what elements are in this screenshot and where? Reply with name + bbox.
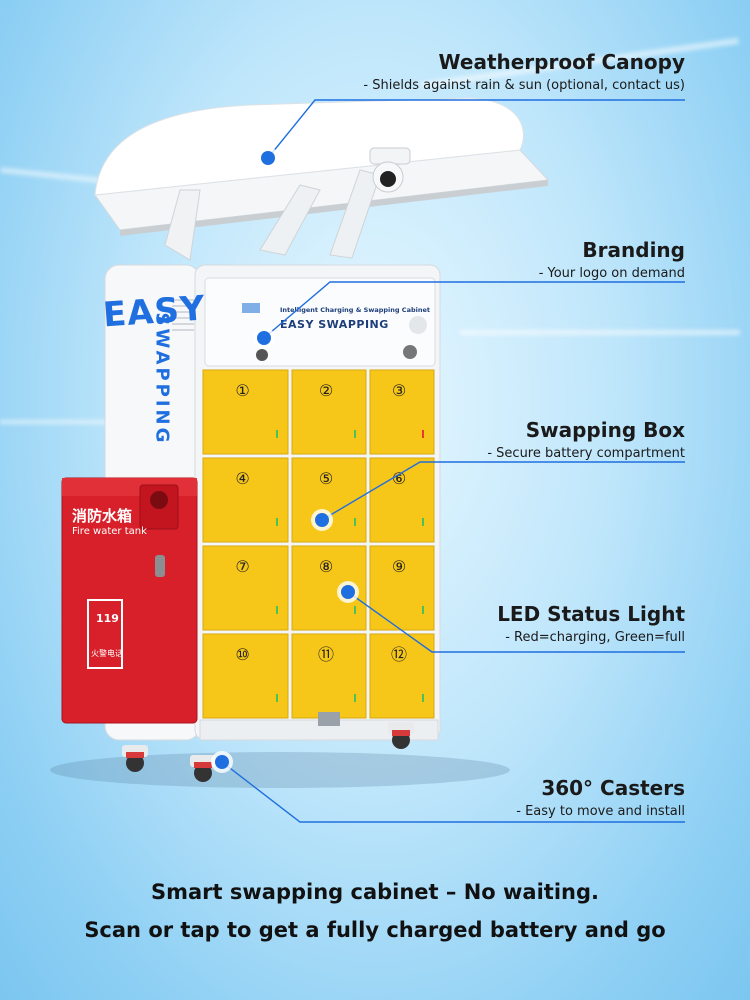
led-status-light	[276, 518, 278, 526]
callout-dots	[211, 147, 359, 773]
led-status-light	[354, 694, 356, 702]
led-status-light	[354, 606, 356, 614]
led-status-light	[354, 430, 356, 438]
locker-door	[291, 369, 367, 455]
led-status-light	[276, 430, 278, 438]
led-status-light	[276, 694, 278, 702]
leader-line-branding	[263, 281, 685, 339]
locker-door	[202, 545, 289, 631]
locker-number: ⑩	[235, 645, 249, 664]
led-status-light	[422, 430, 424, 438]
panel-header: Intelligent Charging & Swapping Cabinet	[280, 306, 430, 314]
leader-line-canopy	[267, 99, 685, 159]
locker-number: ⑨	[392, 557, 406, 576]
fire-tank-cn: 消防水箱	[72, 507, 133, 525]
callout-subtitle: - Your logo on demand	[538, 266, 685, 281]
locker-number: ①	[235, 381, 249, 400]
panel-logo: EASY SWAPPING	[280, 318, 389, 331]
locker-door	[202, 457, 289, 543]
fire-tank-en: Fire water tank	[72, 526, 147, 537]
light-streak	[0, 420, 200, 424]
led-status-light	[354, 518, 356, 526]
callout-swapping-box: Swapping Box - Secure battery compartmen…	[487, 418, 685, 463]
callout-title: Branding	[582, 238, 685, 262]
callout-title: Swapping Box	[525, 418, 685, 442]
casters	[122, 722, 414, 782]
led-status-light	[422, 518, 424, 526]
footer-line-2: Scan or tap to get a fully charged batte…	[84, 918, 666, 942]
locker-door	[291, 633, 367, 719]
locker-number: ⑥	[392, 469, 406, 488]
callout-led: LED Status Light - Red=charging, Green=f…	[497, 602, 685, 647]
locker-number: ⑤	[319, 469, 333, 488]
locker-grid: ① ② ③ ④ ⑤ ⑥ ⑦ ⑧ ⑨ ⑩ ⑪ ⑫	[202, 369, 435, 719]
fire-phone-label: 火警电话	[91, 649, 123, 658]
fire-water-tank	[61, 477, 198, 724]
callout-subtitle: - Red=charging, Green=full	[505, 630, 685, 645]
locker-number: ③	[392, 381, 406, 400]
locker-door	[202, 633, 289, 719]
callout-canopy: Weatherproof Canopy - Shields against ra…	[363, 50, 685, 95]
leader-line-casters	[221, 761, 685, 823]
led-status-light	[422, 694, 424, 702]
floor-shadow	[50, 752, 510, 788]
locker-door	[202, 369, 289, 455]
callout-subtitle: - Secure battery compartment	[487, 446, 685, 461]
callout-branding: Branding - Your logo on demand	[539, 238, 685, 283]
leader-line-led	[347, 591, 685, 653]
callout-subtitle: - Easy to move and install	[516, 804, 685, 819]
locker-number: ⑫	[391, 645, 407, 664]
locker-number: ⑧	[319, 557, 333, 576]
led-status-light	[422, 606, 424, 614]
callout-title: LED Status Light	[497, 602, 685, 626]
callout-title: Weatherproof Canopy	[438, 50, 685, 74]
locker-number: ②	[319, 381, 333, 400]
fire-phone-number: 119	[96, 612, 119, 625]
locker-number: ⑦	[235, 557, 249, 576]
callout-casters: 360° Casters - Easy to move and install	[516, 776, 685, 821]
led-status-light	[276, 606, 278, 614]
locker-door	[369, 633, 435, 719]
locker-number: ⑪	[318, 645, 334, 664]
light-streak	[460, 330, 740, 335]
locker-number: ④	[235, 469, 249, 488]
footer-line-1: Smart swapping cabinet – No waiting.	[151, 880, 599, 904]
callout-subtitle: - Shields against rain & sun (optional, …	[363, 78, 685, 93]
plinth-vent	[318, 712, 340, 726]
callout-title: 360° Casters	[541, 776, 685, 800]
canopy	[94, 97, 550, 261]
locker-door	[369, 369, 435, 455]
leader-line-swapping-box	[321, 461, 685, 521]
